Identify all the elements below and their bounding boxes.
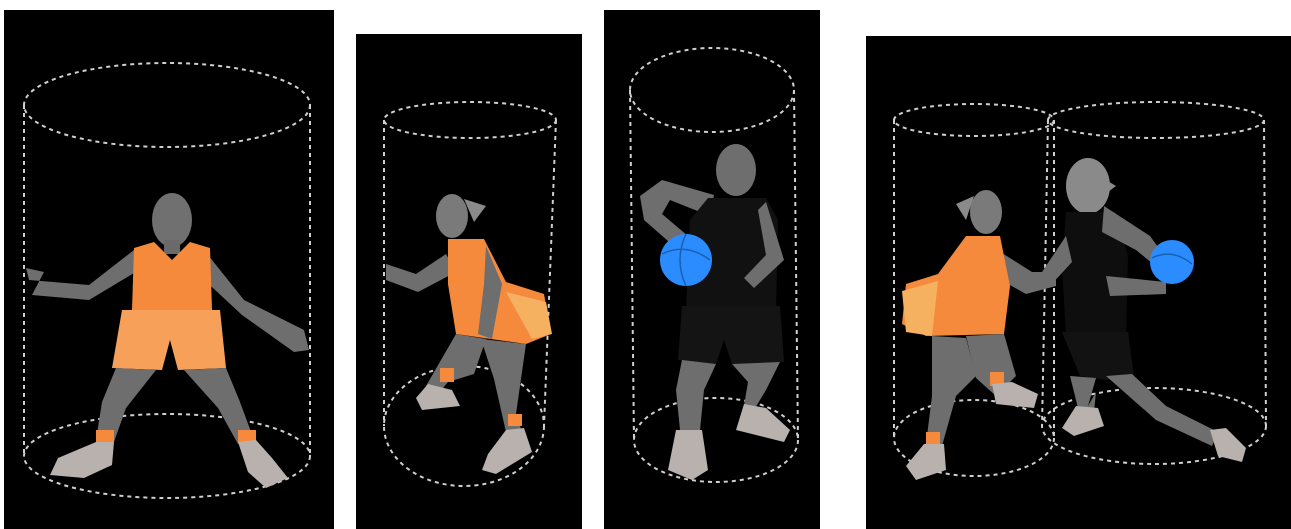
panel-defender-frontal — [4, 10, 334, 529]
attacker-figure — [640, 144, 790, 480]
panel-defender-side — [356, 34, 582, 529]
attacker-illustration — [604, 10, 820, 529]
panel-contact-overlap — [866, 36, 1291, 529]
defender-figure — [902, 190, 1056, 480]
contact-illustration — [866, 36, 1291, 529]
basketball-icon — [1150, 240, 1194, 284]
defender-side-illustration — [356, 34, 582, 529]
defender-figure — [386, 194, 552, 474]
defender-figure — [26, 193, 309, 488]
panel-attacker-with-ball — [604, 10, 820, 529]
defender-frontal-illustration — [4, 10, 334, 529]
basketball-icon — [660, 234, 712, 286]
attacker-figure — [1042, 158, 1246, 462]
